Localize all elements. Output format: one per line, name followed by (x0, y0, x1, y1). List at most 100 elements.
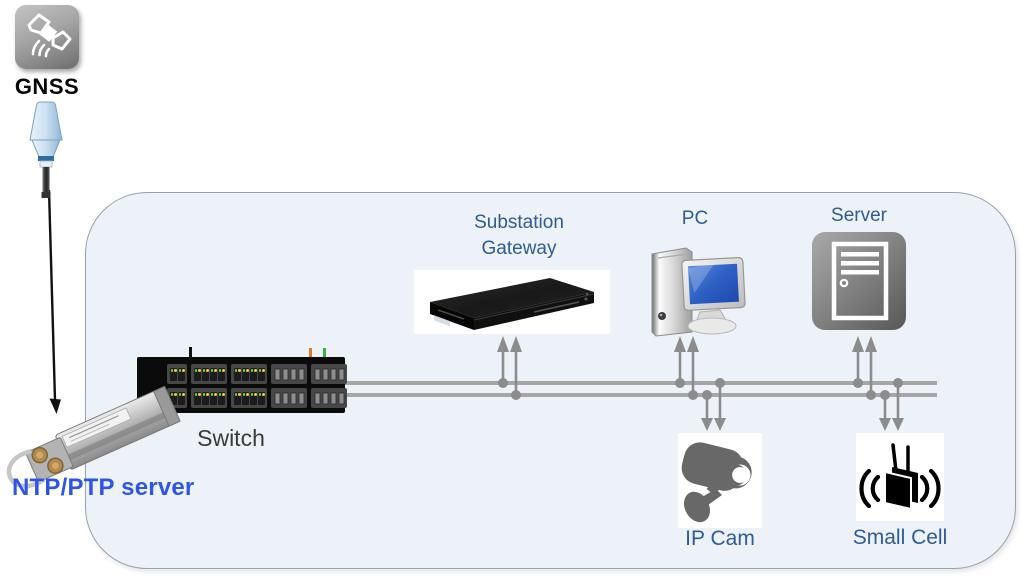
switch-port (250, 368, 257, 381)
switch-port-group (311, 388, 347, 408)
server-icon (812, 232, 906, 330)
port-led (174, 393, 177, 396)
switch-port (234, 368, 241, 381)
switch-port (194, 368, 201, 381)
server-tower-glyph (831, 241, 889, 321)
switch-port (258, 392, 265, 405)
switch-port (242, 368, 249, 381)
switch-port (242, 392, 249, 405)
port-led (194, 393, 197, 396)
port-led (178, 393, 181, 396)
switch-port (274, 368, 281, 381)
port-led (250, 393, 253, 396)
switch-port (330, 392, 337, 405)
ipcam-device (678, 433, 762, 528)
switch-port (170, 392, 177, 405)
port-led (246, 393, 249, 396)
switch-port (234, 392, 241, 405)
switch-port (250, 392, 257, 405)
switch-port (178, 368, 185, 381)
switch-port (202, 368, 209, 381)
port-led (258, 369, 261, 372)
switch-port (194, 392, 201, 405)
switch-port (282, 368, 289, 381)
switch-port (322, 368, 329, 381)
switch-port (258, 368, 265, 381)
port-led (194, 369, 197, 372)
port-led (246, 369, 249, 372)
switch-port-group (231, 388, 267, 408)
switch-port (322, 392, 329, 405)
switch-port (218, 392, 225, 405)
port-led (238, 369, 241, 372)
port-led (198, 369, 201, 372)
port-led (234, 393, 237, 396)
satellite-icon (15, 5, 79, 69)
port-led (206, 393, 209, 396)
cctv-camera-icon (681, 442, 752, 523)
switch-port (298, 392, 305, 405)
switch-led-stub-green (323, 348, 326, 357)
gnss-antenna-icon (29, 101, 63, 198)
gateway-label: Substation Gateway (474, 212, 564, 259)
port-led (242, 393, 245, 396)
port-led (170, 393, 173, 396)
port-led (250, 369, 253, 372)
switch-label: Switch (197, 425, 265, 451)
port-led (170, 369, 173, 372)
port-led (210, 369, 213, 372)
switch-port (338, 368, 345, 381)
port-led (214, 393, 217, 396)
port-led (262, 393, 265, 396)
port-led (238, 393, 241, 396)
switch-port (314, 368, 321, 381)
port-led (206, 369, 209, 372)
rackmount-gateway-icon (430, 278, 595, 330)
ipcam-label: IP Cam (685, 527, 755, 550)
switch-port (290, 368, 297, 381)
smallcell-label: Small Cell (852, 526, 948, 549)
small-cell-icon (859, 443, 941, 511)
port-led (222, 369, 225, 372)
switch-port (290, 392, 297, 405)
port-led (202, 369, 205, 372)
switch-port (170, 368, 177, 381)
switch-port (202, 392, 209, 405)
switch-port (298, 368, 305, 381)
server-label: Server (831, 205, 887, 226)
switch-port (218, 368, 225, 381)
switch-port-group (167, 364, 187, 384)
switch-port-group (231, 364, 267, 384)
port-led (174, 369, 177, 372)
switch-port (210, 368, 217, 381)
switch-port-group (191, 388, 227, 408)
switch-port (210, 392, 217, 405)
switch-port (314, 392, 321, 405)
switch-led-stub-orange (309, 348, 312, 357)
gateway-device (414, 270, 610, 334)
port-led (222, 393, 225, 396)
port-led (242, 369, 245, 372)
pc-label: PC (681, 208, 709, 229)
port-led (202, 393, 205, 396)
switch-port-group (271, 364, 307, 384)
port-led (254, 393, 257, 396)
port-led (198, 393, 201, 396)
port-led (210, 393, 213, 396)
satellite-glyph (27, 13, 72, 58)
port-led (218, 369, 221, 372)
port-led (234, 369, 237, 372)
switch-port-group (191, 364, 227, 384)
ntp-server-label: NTP/PTP server (12, 474, 195, 501)
port-led (254, 369, 257, 372)
port-led (262, 369, 265, 372)
gnss-label: GNSS (14, 74, 80, 99)
port-led (258, 393, 261, 396)
switch-port (330, 368, 337, 381)
port-led (182, 393, 185, 396)
port-led (178, 369, 181, 372)
switch-port-group (271, 388, 307, 408)
switch-port (282, 392, 289, 405)
sfp-module-icon (6, 385, 181, 489)
